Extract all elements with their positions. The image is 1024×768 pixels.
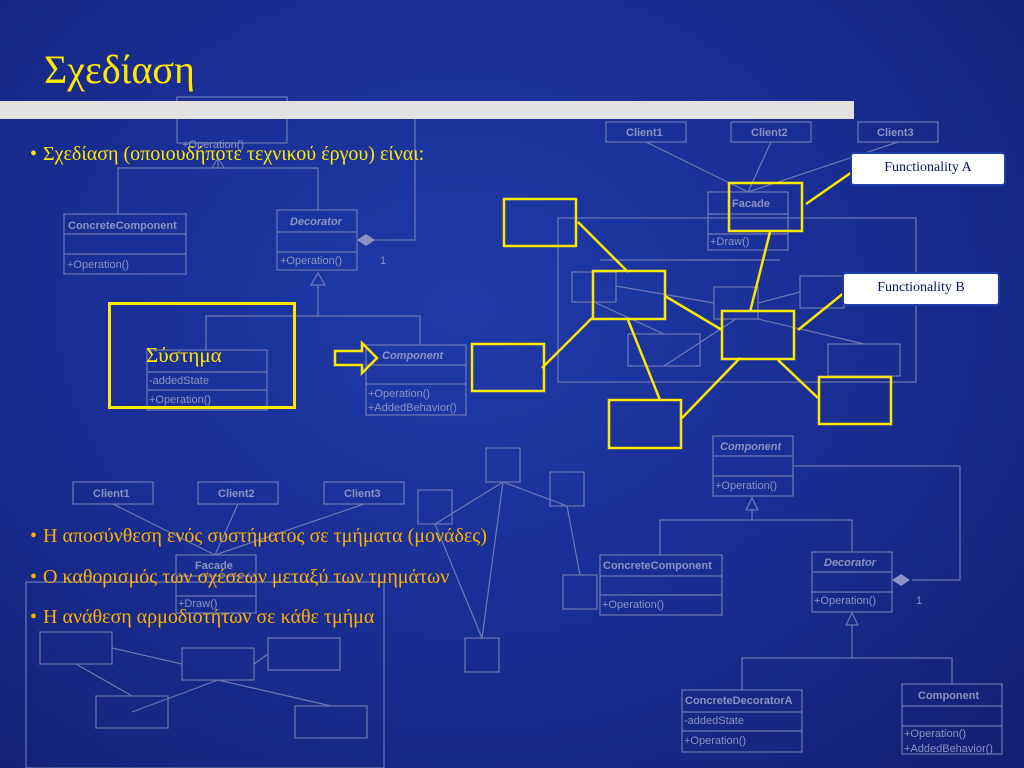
bg-comp-operation: +Operation() [368, 388, 430, 400]
callout-functionality-b: Functionality B [842, 272, 1000, 306]
module-link [541, 317, 593, 369]
bg-component-br2: Component [918, 690, 979, 702]
bullet-text: Η αποσύνθεση ενός συστήματος σε τμήματα … [43, 525, 487, 547]
bullet-text: Η ανάθεση αρμοδιοτήτων σε κάθε τμήμα [43, 606, 375, 628]
module-link [681, 357, 741, 419]
callout-b-pointer [797, 291, 846, 331]
bullet-text: Ο καθορισμός των σχέσεων μεταξύ των τμημ… [43, 566, 450, 588]
bullet-dot: • [30, 525, 38, 547]
bg-comp-op-br: +Operation() [715, 480, 777, 492]
bg-client2: Client2 [751, 127, 788, 139]
module-link [577, 221, 629, 273]
arrow-icon [333, 339, 379, 377]
bg-client1: Client1 [626, 127, 663, 139]
title-underline-bar [0, 101, 854, 119]
bg-added-state-br: -addedState [684, 715, 744, 727]
bg-facade-b: Facade [195, 560, 233, 572]
bg-cc-operation: +Operation() [67, 259, 129, 271]
bg-cda-operation: +Operation() [149, 394, 211, 406]
bg-cc-op-br: +Operation() [602, 599, 664, 611]
module-link [777, 359, 819, 399]
bg-concrete-component-br: ConcreteComponent [603, 560, 712, 572]
bullet-decomposition: •Η αποσύνθεση ενός συστήματος σε τμήματα… [30, 525, 487, 548]
module-box-functionality-b [720, 309, 796, 361]
slide-title: Σχεδίαση [44, 47, 195, 92]
bg-component: Component [382, 350, 444, 362]
bg-decorator: Decorator [290, 216, 343, 228]
bullet-dot: • [30, 143, 38, 165]
bullet-responsibilities: •Η ανάθεση αρμοδιοτήτων σε κάθε τμήμα [30, 606, 374, 629]
module-link [664, 294, 723, 332]
bullet-dot: • [30, 606, 38, 628]
module-box [607, 398, 683, 450]
module-link [626, 319, 662, 401]
bg-cda-br: ConcreteDecoratorA [685, 695, 793, 707]
module-box [817, 375, 893, 426]
bg-decorator-operation: +Operation() [280, 255, 342, 267]
module-box-functionality-a [727, 181, 804, 233]
bg-cda-op-br: +Operation() [684, 735, 746, 747]
bg-concrete-component: ConcreteComponent [68, 220, 177, 232]
bg-comp-behavior-br2: +AddedBehavior() [904, 743, 993, 755]
bg-multiplicity-br: 1 [916, 595, 922, 607]
module-link [748, 231, 772, 313]
bg-facade: Facade [732, 198, 770, 210]
bg-component-br: Component [720, 441, 782, 453]
bullet-dot: • [30, 566, 38, 588]
module-box [591, 269, 667, 321]
module-box [470, 342, 546, 393]
bg-draw: +Draw() [710, 236, 749, 248]
bullet-text: Σχεδίαση (οποιουδήποτε τεχνικού έργου) ε… [43, 143, 425, 165]
bg-comp-op-br2: +Operation() [904, 728, 966, 740]
bg-comp-behavior: +AddedBehavior() [368, 402, 457, 414]
module-box [502, 197, 578, 248]
bg-decorator-op-br: +Operation() [814, 595, 876, 607]
bg-operation-top: +Operation() [182, 139, 244, 151]
bg-client2-b: Client2 [218, 488, 255, 500]
bullet-design-definition: •Σχεδίαση (οποιουδήποτε τεχνικού έργου) … [30, 143, 424, 166]
system-label: Σύστημα [146, 343, 222, 367]
callout-functionality-a: Functionality A [850, 152, 1006, 186]
bg-client1-b: Client1 [93, 488, 130, 500]
callout-a-pointer [805, 170, 853, 206]
system-box [108, 302, 296, 409]
bullet-relationships: •Ο καθορισμός των σχέσεων μεταξύ των τμη… [30, 566, 449, 589]
bg-multiplicity: 1 [380, 255, 386, 267]
bg-added-state: -addedState [149, 375, 209, 387]
bg-client3-b: Client3 [344, 488, 381, 500]
bg-draw-b: +Draw() [178, 598, 217, 610]
bg-client3: Client3 [877, 127, 914, 139]
bg-decorator-br: Decorator [824, 557, 877, 569]
